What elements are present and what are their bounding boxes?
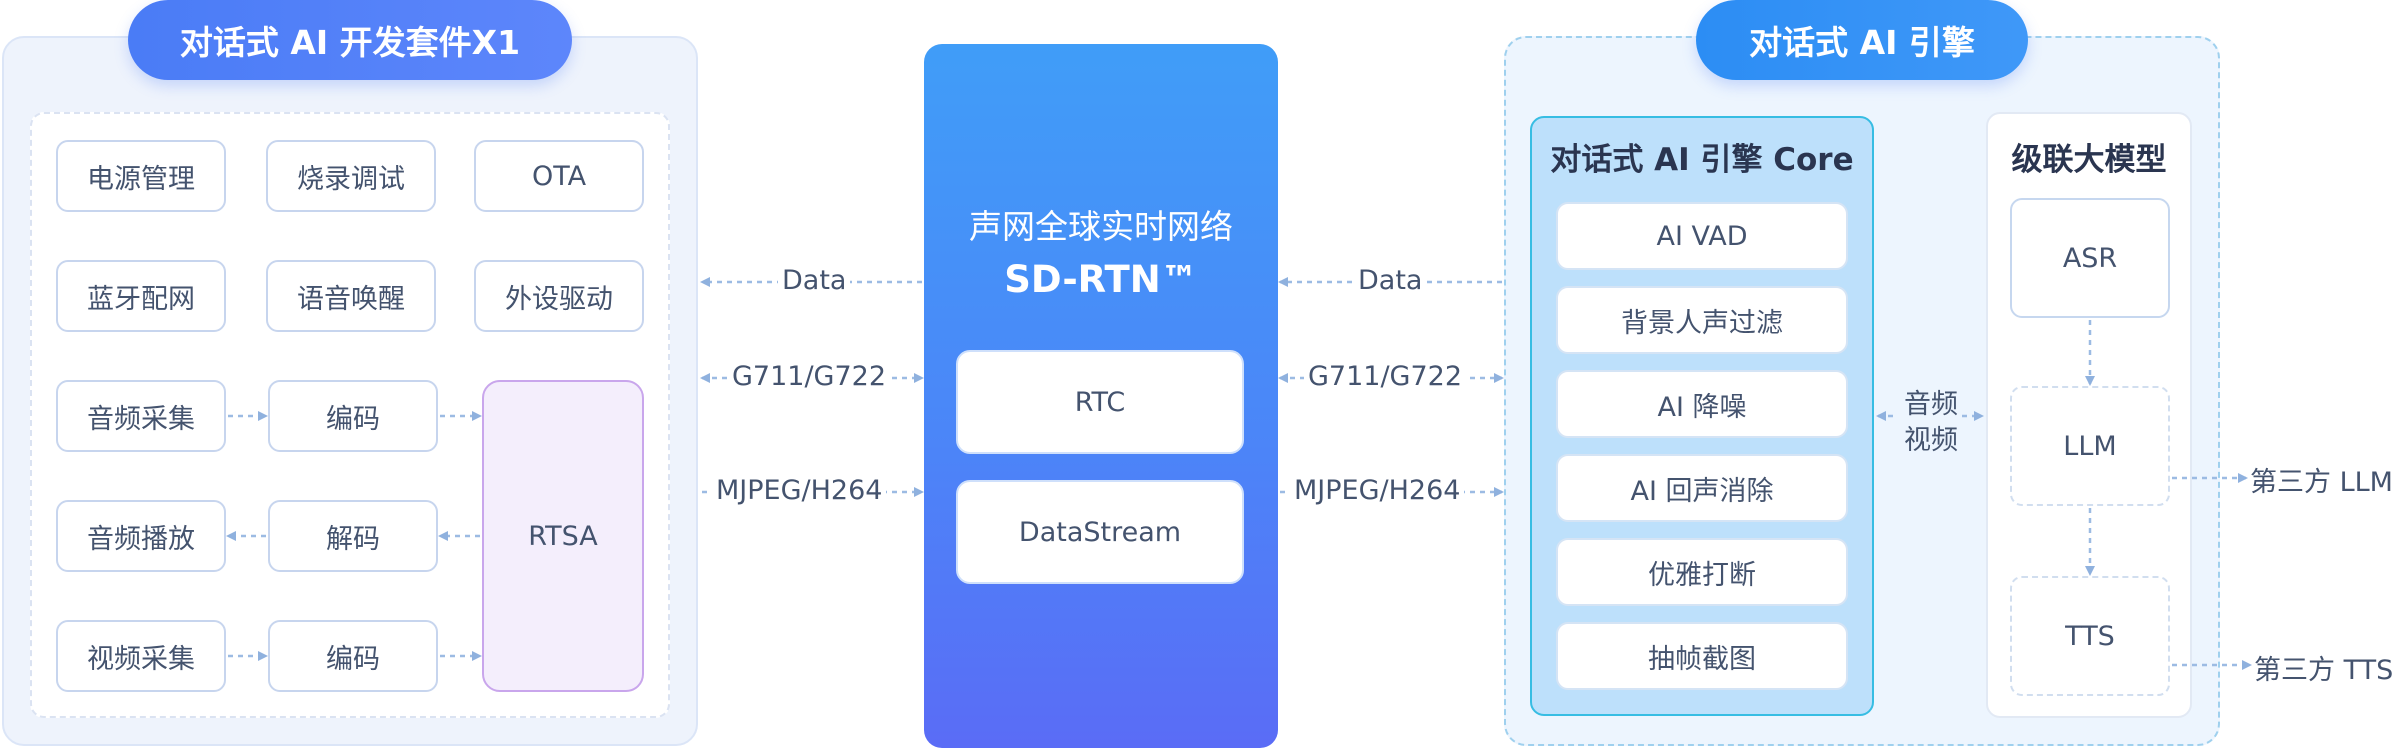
- llm-box: LLM: [2010, 386, 2170, 506]
- sd-rtn-subtitle: SD-RTN™: [1004, 258, 1198, 301]
- video-capture-box: 视频采集: [56, 620, 226, 692]
- ota-box: OTA: [474, 140, 644, 212]
- core-item-ai-vad: AI VAD: [1556, 202, 1848, 270]
- engine-core-title: 对话式 AI 引擎 Core: [1550, 142, 1854, 178]
- audio-codec-label-left: G711/G722: [728, 361, 891, 392]
- encode-box-audio: 编码: [268, 380, 438, 452]
- audio-link-label: 音频: [1904, 389, 1958, 420]
- encode-box-video: 编码: [268, 620, 438, 692]
- dev-kit-title: 对话式 AI 开发套件X1: [128, 0, 572, 80]
- audio-codec-label-right: G711/G722: [1304, 361, 1467, 392]
- rtc-box: RTC: [956, 350, 1244, 454]
- video-codec-label-right: MJPEG/H264: [1290, 475, 1465, 506]
- core-item-graceful-interrupt: 优雅打断: [1556, 538, 1848, 606]
- voice-wakeup-box: 语音唤醒: [266, 260, 436, 332]
- data-link-label-left: Data: [778, 265, 851, 296]
- audio-capture-box: 音频采集: [56, 380, 226, 452]
- flash-debug-box: 烧录调试: [266, 140, 436, 212]
- third-party-llm-label: 第三方 LLM: [2250, 467, 2393, 498]
- video-codec-label-left: MJPEG/H264: [712, 475, 887, 506]
- cascade-model-title: 级联大模型: [2011, 142, 2167, 178]
- ai-engine-title: 对话式 AI 引擎: [1696, 0, 2028, 80]
- video-link-label: 视频: [1904, 425, 1958, 456]
- power-management-box: 电源管理: [56, 140, 226, 212]
- decode-box: 解码: [268, 500, 438, 572]
- audio-playback-box: 音频播放: [56, 500, 226, 572]
- core-item-ai-noise-reduction: AI 降噪: [1556, 370, 1848, 438]
- rtsa-box: RTSA: [482, 380, 644, 692]
- datastream-box: DataStream: [956, 480, 1244, 584]
- sd-rtn-title: 声网全球实时网络: [969, 207, 1233, 246]
- tts-box: TTS: [2010, 576, 2170, 696]
- core-item-background-voice-filter: 背景人声过滤: [1556, 286, 1848, 354]
- data-link-label-right: Data: [1354, 265, 1427, 296]
- asr-box: ASR: [2010, 198, 2170, 318]
- core-item-frame-capture: 抽帧截图: [1556, 622, 1848, 690]
- bluetooth-pairing-box: 蓝牙配网: [56, 260, 226, 332]
- core-item-ai-echo-cancel: AI 回声消除: [1556, 454, 1848, 522]
- third-party-tts-label: 第三方 TTS: [2254, 655, 2394, 686]
- peripheral-driver-box: 外设驱动: [474, 260, 644, 332]
